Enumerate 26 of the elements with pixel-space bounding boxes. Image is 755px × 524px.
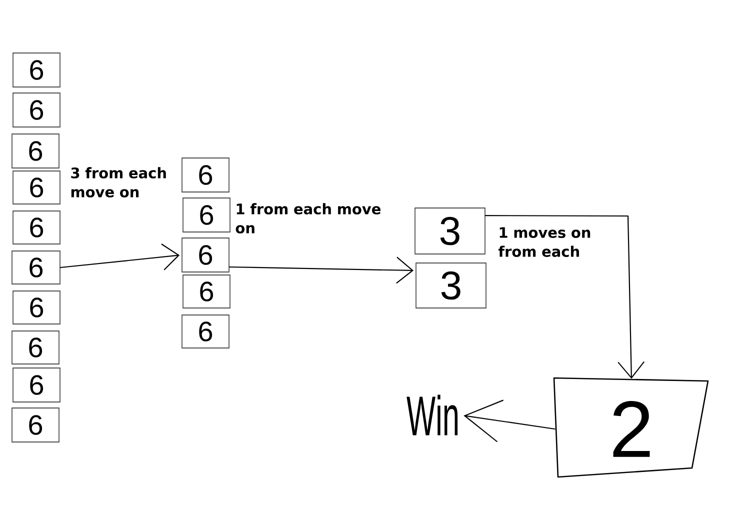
edge-label: 3 from each move on xyxy=(71,167,166,198)
number-box: 6 xyxy=(12,52,60,88)
number-box: 6 xyxy=(12,408,60,442)
number-box: 3 xyxy=(416,262,486,308)
arrow xyxy=(228,256,414,284)
number-box: 6 xyxy=(182,274,230,308)
number-box: 6 xyxy=(182,238,230,272)
number-box: 6 xyxy=(182,198,230,232)
result-label: Win xyxy=(406,394,458,436)
number-box: 6 xyxy=(12,368,60,402)
number-box: 6 xyxy=(12,170,60,204)
number-box: 6 xyxy=(12,134,60,168)
number-box: 2 xyxy=(553,377,709,478)
number-box: 6 xyxy=(12,290,60,324)
number-box: 6 xyxy=(12,92,60,128)
number-box: 6 xyxy=(182,158,230,192)
edge-label: 1 from each move on xyxy=(236,203,381,234)
arrow xyxy=(60,244,180,270)
number-box: 3 xyxy=(414,208,486,254)
edge-label: 1 moves on from each xyxy=(498,227,590,257)
number-box: 6 xyxy=(182,314,230,348)
number-box: 6 xyxy=(12,330,60,364)
number-box: 6 xyxy=(12,250,60,284)
number-box: 6 xyxy=(12,210,60,244)
arrow xyxy=(484,215,645,379)
arrow xyxy=(464,400,556,442)
